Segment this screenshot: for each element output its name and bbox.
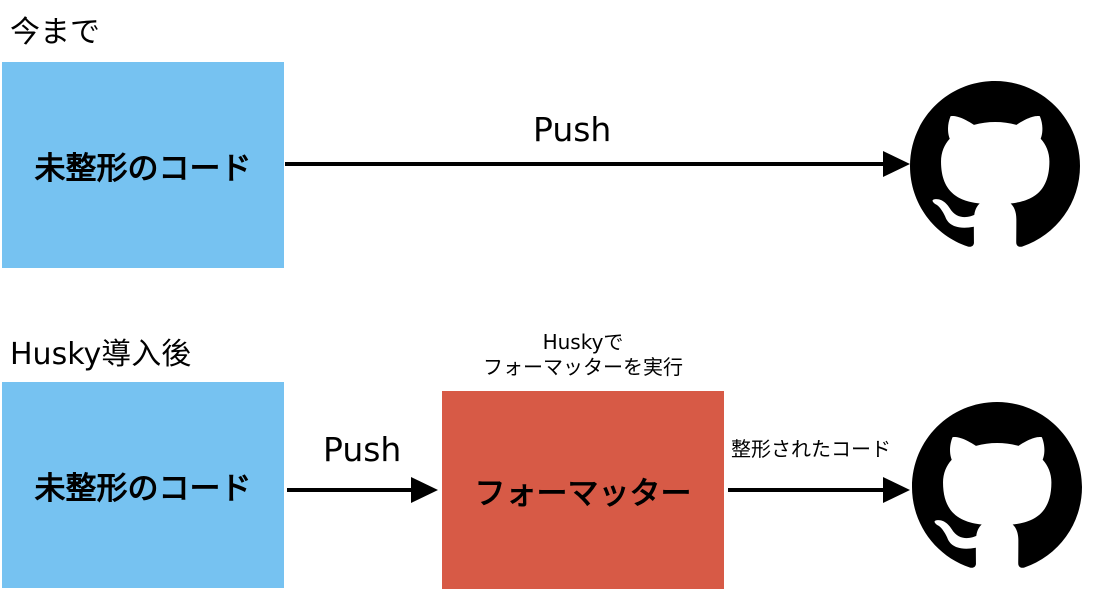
github-icon — [910, 81, 1080, 247]
push-arrowhead-after — [411, 477, 438, 503]
output-arrowhead — [883, 477, 910, 503]
formatted-code-label: 整形されたコード — [731, 437, 891, 461]
formatter-label: フォーマッター — [474, 475, 692, 512]
push-label-after: Push — [323, 430, 402, 469]
push-arrowhead — [883, 151, 910, 177]
unformatted-code-box: 未整形のコード — [2, 62, 284, 268]
section-title-after: Husky導入後 — [10, 337, 192, 372]
formatter-caption: Huskyで フォーマッターを実行 — [442, 330, 724, 380]
section-title-before: 今まで — [10, 15, 100, 50]
formatter-box: フォーマッター — [442, 391, 724, 589]
github-icon-after — [912, 402, 1082, 568]
unformatted-code-box-after: 未整形のコード — [2, 382, 284, 588]
formatter-caption-line1: Huskyで — [542, 330, 624, 354]
push-label: Push — [533, 110, 612, 149]
unformatted-code-label-after: 未整形のコード — [34, 470, 252, 507]
formatter-caption-line2: フォーマッターを実行 — [483, 355, 683, 379]
unformatted-code-label: 未整形のコード — [34, 150, 252, 187]
